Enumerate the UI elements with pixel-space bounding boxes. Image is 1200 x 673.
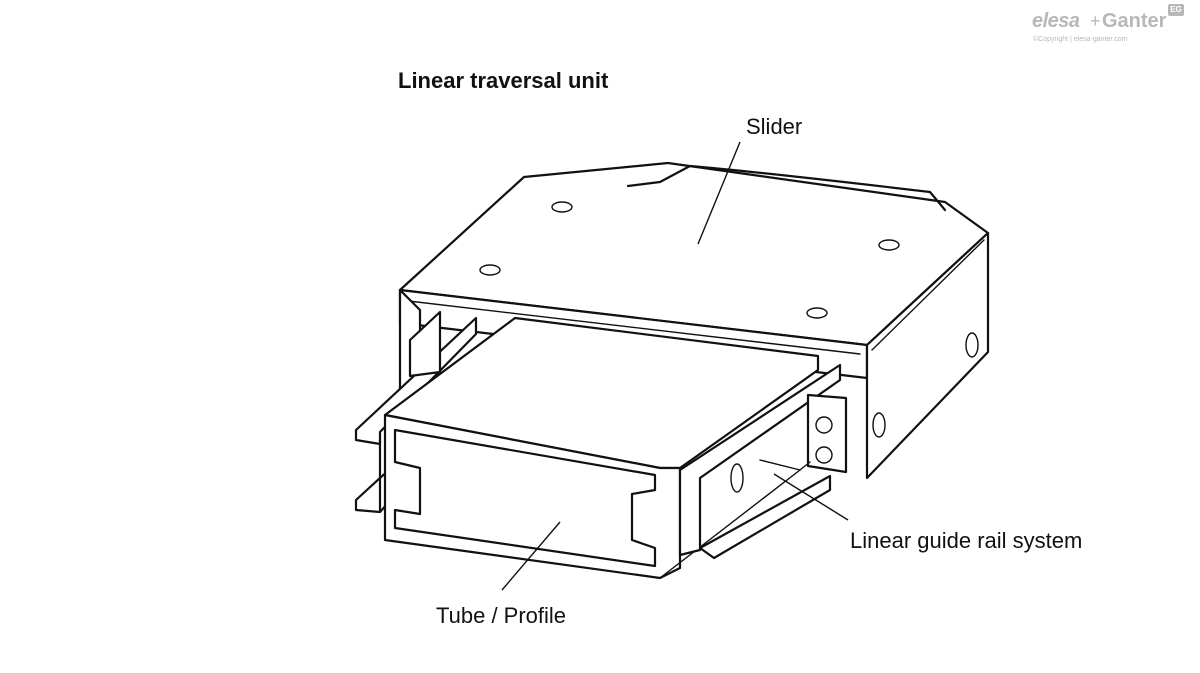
right-rail bbox=[678, 363, 848, 560]
side-hole bbox=[965, 332, 979, 358]
brand-badge-icon: EG bbox=[1168, 4, 1184, 16]
mounting-hole bbox=[806, 307, 828, 319]
tube-leader bbox=[501, 521, 561, 591]
brand-plus: + bbox=[1090, 11, 1101, 31]
screw-icon bbox=[815, 416, 833, 434]
label-tube-profile: Tube / Profile bbox=[436, 603, 567, 628]
brand-ganter: Ganter bbox=[1102, 10, 1167, 32]
mounting-hole bbox=[479, 264, 501, 276]
screw-icon bbox=[815, 446, 833, 464]
side-hole bbox=[872, 412, 886, 438]
brand-elesa: elesa bbox=[1032, 10, 1080, 32]
mounting-hole bbox=[551, 201, 573, 213]
brand-copyright: ©Copyright | elesa-ganter.com bbox=[1033, 36, 1128, 43]
rail-leader bbox=[773, 473, 849, 521]
label-slider: Slider bbox=[746, 114, 803, 139]
slider-leader bbox=[697, 141, 741, 245]
diagram-title: Linear traversal unit bbox=[398, 68, 609, 93]
mounting-hole bbox=[878, 239, 900, 251]
label-linear-guide-rail: Linear guide rail system bbox=[850, 528, 1083, 553]
brand-logo: elesa + Ganter EG ©Copyright | elesa-gan… bbox=[1032, 4, 1184, 46]
tube-profile bbox=[383, 316, 820, 580]
